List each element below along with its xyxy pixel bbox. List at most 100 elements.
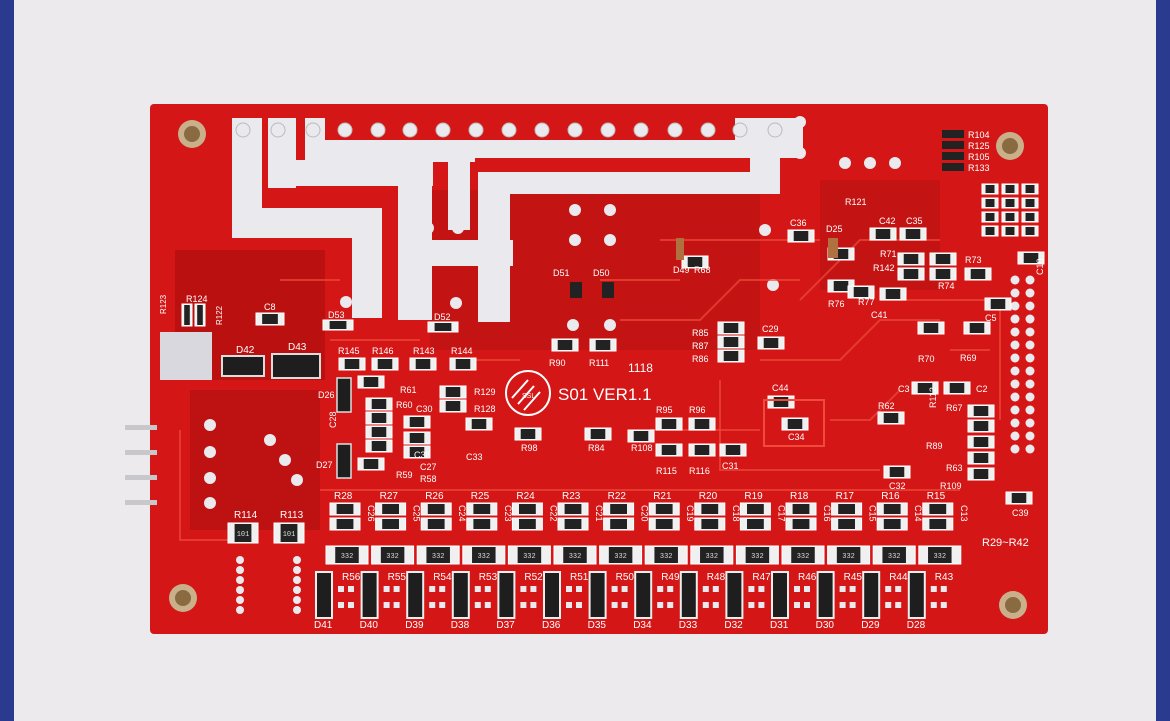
silk-label-r27: R27	[380, 491, 399, 502]
top-pin-pad	[501, 122, 517, 138]
smd-chip-43	[970, 269, 986, 279]
header-pin	[1025, 366, 1035, 376]
smd-chip-21	[694, 419, 710, 429]
pad	[530, 586, 537, 592]
silk-label-r84: R84	[588, 443, 605, 453]
pad	[393, 586, 400, 592]
small-pad	[293, 606, 301, 614]
silk-label-r20: R20	[699, 491, 718, 502]
capacitor-c8	[262, 314, 278, 324]
small-pad	[293, 586, 301, 594]
pad	[758, 586, 765, 592]
smd-chip-49	[917, 383, 933, 393]
via-pad	[340, 296, 352, 308]
silk-label-r23: R23	[562, 491, 581, 502]
pad	[712, 586, 719, 592]
smd-chip-32	[787, 419, 803, 429]
silk-label-r116: R116	[689, 466, 710, 476]
smd-resistor-4-code: 332	[477, 553, 490, 561]
via-pad	[204, 497, 216, 509]
small-mark-label: 1118	[628, 361, 653, 375]
smd-chip-cluster	[1025, 213, 1035, 221]
smd-resistor-5	[517, 547, 542, 563]
top-pin-pad	[270, 122, 286, 138]
dark-region-left-lower	[190, 390, 320, 530]
diode-d53	[329, 321, 347, 329]
pad	[338, 602, 344, 608]
resistor-r27	[382, 504, 399, 514]
silk-label-r55: R55	[388, 572, 407, 583]
smd-chip-51	[973, 406, 989, 416]
silk-label-r113: R113	[280, 510, 304, 521]
silk-label-c27: C27	[420, 462, 437, 472]
smd-chip-7	[371, 413, 387, 423]
pad	[439, 602, 446, 608]
silk-label-c38: C38	[414, 450, 431, 460]
smd-chip-cluster	[985, 227, 995, 235]
diode-d38	[451, 571, 470, 619]
resistor-r27-b	[382, 519, 399, 529]
silk-label-r115: R115	[656, 466, 677, 476]
pad	[895, 602, 902, 608]
resistor-r18	[792, 504, 810, 514]
smd-chip-23	[694, 445, 710, 455]
silk-label-r111: R111	[589, 358, 609, 368]
top-pin-pad	[633, 122, 649, 138]
silk-label-r58: R58	[420, 474, 437, 484]
smd-chip-14	[445, 387, 461, 397]
top-pin-pad	[534, 122, 550, 138]
resistor-r123	[184, 305, 190, 325]
silk-label-r133: R133	[968, 163, 990, 173]
resistor-r25-b	[473, 519, 491, 529]
silk-label-r69: R69	[960, 353, 977, 363]
silk-label-c16: C16	[822, 505, 832, 522]
silk-label-d40: D40	[360, 620, 379, 631]
silk-label-c25: C25	[412, 505, 422, 522]
resistor-r113	[280, 524, 298, 542]
diode-d30	[816, 571, 835, 619]
via-pad	[204, 419, 216, 431]
silk-label-r19: R19	[744, 491, 763, 502]
silk-label-r63: R63	[946, 463, 963, 473]
trace	[620, 279, 800, 321]
silk-label-c31: C31	[722, 461, 739, 471]
silk-label-r114: R114	[234, 510, 258, 521]
silk-label-r67: R67	[946, 403, 963, 413]
silk-label-d50: D50	[593, 268, 610, 278]
header-pin	[1025, 431, 1035, 441]
resistor-r28	[336, 504, 354, 514]
top-pin-pad	[700, 122, 716, 138]
smd-chip-42	[935, 269, 951, 279]
diode-d37	[497, 571, 516, 619]
smd-chip-cluster	[985, 199, 995, 207]
pad	[530, 602, 537, 608]
smd-resistor-1-code: 332	[341, 553, 354, 561]
smd-chip-38	[905, 229, 921, 239]
silk-label-r49: R49	[661, 572, 680, 583]
via-pad	[419, 297, 431, 309]
silk-label-r25: R25	[471, 491, 490, 502]
pad	[520, 586, 527, 592]
diode-d27	[336, 443, 352, 479]
pad	[611, 586, 618, 592]
silk-label-d30: D30	[816, 620, 835, 631]
silk-label-c39: C39	[1012, 508, 1029, 518]
smd-chip-cluster	[1005, 185, 1015, 193]
pad	[702, 602, 709, 608]
small-pad	[236, 556, 244, 564]
pad	[576, 602, 582, 608]
resistor-r124	[197, 305, 203, 325]
header-pin	[1010, 379, 1020, 389]
smd-resistor-9-code: 332	[705, 553, 718, 561]
silk-label-r98: R98	[521, 443, 538, 453]
smd-chip-40	[903, 269, 919, 279]
pad	[849, 602, 856, 608]
smd-chip-58	[990, 299, 1006, 309]
smd-resistor-13	[882, 547, 906, 563]
silk-label-d25: D25	[826, 224, 843, 234]
smd-chip-50	[949, 383, 965, 393]
via-pad	[767, 279, 779, 291]
resistor-r17-b	[838, 519, 855, 529]
pad	[576, 586, 582, 592]
smd-chip-39	[903, 254, 919, 264]
